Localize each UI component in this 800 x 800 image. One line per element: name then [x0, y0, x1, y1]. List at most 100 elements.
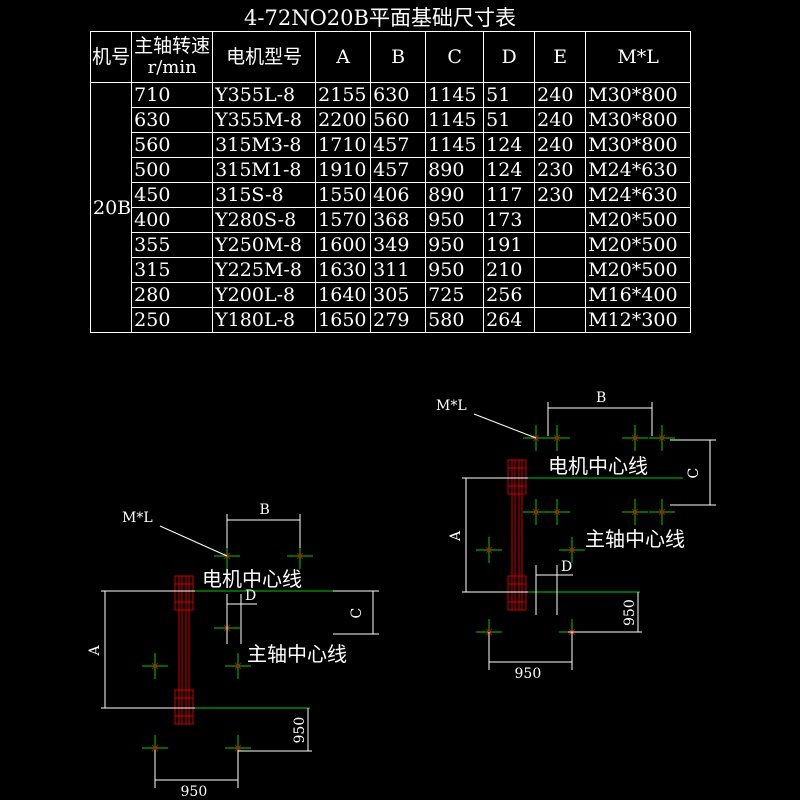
anchor-bolt-mark [225, 653, 251, 679]
cell-motor: Y200L-8 [212, 282, 317, 308]
bolt-label: M*L [122, 510, 153, 526]
bolt-leader [159, 525, 228, 557]
cell-a: 1640 [315, 282, 372, 308]
bolt-x-mark [532, 508, 540, 516]
cell-ml: M30*800 [585, 82, 692, 108]
anchor-bolt-mark [559, 537, 585, 563]
dim-950-h-label: 950 [515, 666, 542, 682]
cell-c: 580 [425, 307, 485, 333]
cell-ml: M30*800 [585, 132, 692, 158]
dim-d-label: D [245, 588, 256, 604]
cell-e: 240 [534, 82, 587, 108]
cell-e [534, 307, 587, 333]
cell-b: 311 [370, 257, 427, 283]
cell-a: 1650 [315, 307, 372, 333]
cell-d: 124 [483, 157, 536, 183]
header-spindle-speed: 主轴转速 r/min [131, 31, 214, 83]
frame-top-block [174, 575, 194, 611]
cell-a: 2200 [315, 107, 372, 133]
cell-e: 240 [534, 107, 587, 133]
cell-c: 1145 [425, 82, 485, 108]
cell-speed: 250 [131, 307, 214, 333]
shaft-center-line-label: 主轴中心线 [247, 642, 347, 666]
dim-950-h-label: 950 [181, 784, 208, 800]
anchor-bolt-mark [649, 425, 675, 451]
cell-c: 1145 [425, 107, 485, 133]
cell-e: 230 [534, 157, 587, 183]
header-row: 机号 主轴转速 r/min 电机型号 A B C D E M*L [89, 31, 692, 83]
cell-ml: M20*500 [585, 232, 692, 258]
header-speed-line2: r/min [147, 57, 197, 78]
cell-speed: 315 [131, 257, 214, 283]
cell-e [534, 257, 587, 283]
cell-motor: 315M3-8 [212, 132, 317, 158]
bolt-x-mark [234, 662, 242, 670]
cell-ml: M24*630 [585, 157, 692, 183]
cell-motor: Y355L-8 [212, 82, 317, 108]
anchor-bolt-mark [649, 499, 675, 525]
table-title: 4-72NO20B平面基础尺寸表 [244, 6, 516, 30]
header-a: A [315, 31, 372, 83]
cell-c: 725 [425, 282, 485, 308]
dim-950-v-label: 950 [622, 599, 638, 626]
cell-a: 1570 [315, 207, 372, 233]
dim-d-label: D [561, 559, 572, 575]
motor-base-frame [507, 459, 527, 611]
bolt-x-mark [568, 546, 576, 554]
cell-d: 256 [483, 282, 536, 308]
dim-c-label: C [686, 468, 702, 479]
bolt-x-mark [631, 508, 639, 516]
header-machine-no: 机号 [89, 31, 133, 83]
dim-a-label: A [87, 645, 103, 657]
cell-b: 368 [370, 207, 427, 233]
anchor-bolt-mark [544, 499, 570, 525]
cell-motor: 315S-8 [212, 182, 317, 208]
bolt-leader [473, 413, 537, 439]
motor-center-line-label: 电机中心线 [548, 454, 648, 478]
dim-c-label: C [349, 608, 365, 619]
cell-d: 264 [483, 307, 536, 333]
frame-bottom-block [174, 689, 194, 725]
bolt-x-mark [553, 508, 561, 516]
dim-a-label: A [448, 530, 464, 542]
cell-ml: M12*300 [585, 307, 692, 333]
frame-top-block [507, 459, 527, 495]
dim-b-label: B [260, 502, 270, 518]
header-speed-line1: 主轴转速 [134, 35, 211, 57]
bolt-x-mark [151, 662, 159, 670]
cell-motor: Y180L-8 [212, 307, 317, 333]
cell-speed: 355 [131, 232, 214, 258]
machine-no-cell: 20B [89, 82, 133, 333]
header-b: B [370, 31, 427, 83]
motor-base-frame [174, 575, 194, 725]
anchor-bolt-mark [544, 425, 570, 451]
cell-a: 1910 [315, 157, 372, 183]
cell-ml: M30*800 [585, 107, 692, 133]
header-c: C [425, 31, 485, 83]
cell-speed: 450 [131, 182, 214, 208]
cell-d: 210 [483, 257, 536, 283]
anchor-bolt-mark [476, 537, 502, 563]
cell-e [534, 207, 587, 233]
anchor-bolt-mark [142, 653, 168, 679]
cell-motor: Y250M-8 [212, 232, 317, 258]
bolt-x-mark [631, 434, 639, 442]
bolt-x-mark [658, 434, 666, 442]
cell-b: 457 [370, 132, 427, 158]
cell-c: 950 [425, 207, 485, 233]
bolt-x-mark [296, 552, 304, 560]
frame-bottom-block [507, 575, 527, 611]
dim-b-label: B [596, 390, 606, 406]
header-m-l: M*L [585, 31, 692, 83]
bolt-x-mark [234, 744, 242, 752]
bolt-x-mark [485, 546, 493, 554]
bolt-x-mark [151, 744, 159, 752]
bolt-x-mark [658, 508, 666, 516]
